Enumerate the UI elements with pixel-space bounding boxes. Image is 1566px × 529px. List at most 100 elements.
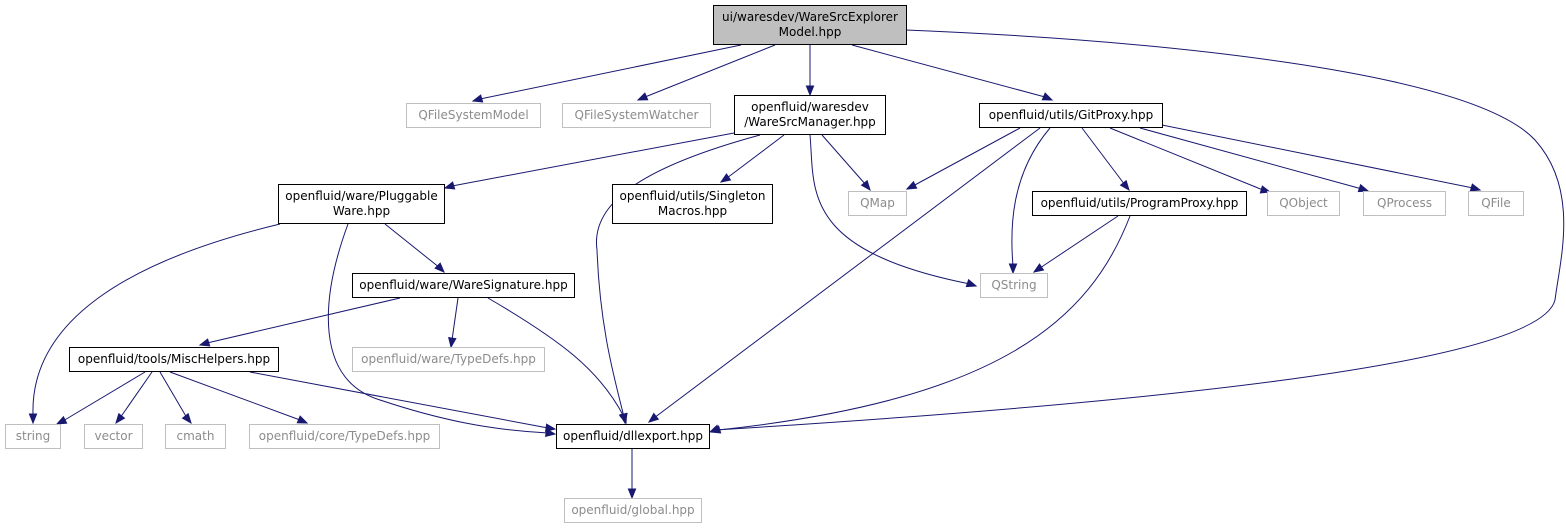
edge-waresignature-to-waretypedefs	[451, 297, 459, 341]
edge-mischelpers-to-vector	[119, 371, 153, 419]
node-qprocess: QProcess	[1363, 191, 1446, 216]
node-label-waretypedefs: openfluid/ware/TypeDefs.hpp	[361, 352, 536, 366]
edge-mischelpers-to-string	[62, 371, 146, 422]
node-box-string	[5, 424, 61, 449]
edge-pluggableware-to-waresignature	[384, 223, 441, 269]
arrowhead-gitproxy-to-qfile	[1469, 183, 1482, 192]
edge-pluggableware-to-string	[32, 223, 281, 416]
node-label-waresrcmanager-line1: openfluid/waresdev	[751, 100, 869, 114]
arrowhead-waresignature-to-waretypedefs	[448, 336, 457, 349]
node-gitproxy[interactable]: openfluid/utils/GitProxy.hpp	[979, 103, 1163, 128]
node-box-qobject	[1267, 191, 1340, 216]
edge-programproxy-to-qstring	[1039, 215, 1119, 269]
node-label-pluggableware-line2: Ware.hpp	[333, 204, 390, 218]
arrowhead-root-to-gitproxy	[1041, 92, 1054, 101]
edge-waresrcmanager-to-singletonmacros	[726, 134, 785, 179]
edge-gitproxy-to-programproxy	[1081, 127, 1126, 186]
node-box-root	[713, 5, 907, 45]
edge-root-to-dllexport	[714, 29, 1565, 431]
arrowhead-gitproxy-to-qprocess	[1357, 183, 1370, 193]
node-label-mischelpers: openfluid/tools/MiscHelpers.hpp	[78, 352, 270, 366]
node-label-qstring: QString	[991, 278, 1036, 292]
node-label-qfilesystemwatcher: QFileSystemWatcher	[575, 108, 699, 122]
arrowhead-mischelpers-to-dllexport	[544, 423, 557, 432]
node-programproxy[interactable]: openfluid/utils/ProgramProxy.hpp	[1032, 191, 1247, 216]
arrowhead-root-to-qfilesystemwatcher	[636, 92, 649, 101]
node-label-qmap: QMap	[860, 196, 895, 210]
edge-pluggableware-to-dllexport	[327, 223, 549, 434]
node-box-waresignature	[352, 273, 575, 298]
node-qfilesystemwatcher: QFileSystemWatcher	[562, 103, 711, 128]
node-box-cmath	[165, 424, 226, 449]
arrowhead-waresignature-to-dllexport	[618, 412, 628, 425]
node-qobject: QObject	[1267, 191, 1340, 216]
arrowhead-programproxy-to-qstring	[1032, 263, 1045, 273]
edge-root-to-gitproxy	[851, 44, 1046, 98]
arrowhead-gitproxy-to-qstring	[1008, 263, 1018, 275]
edge-waresignature-to-mischelpers	[206, 297, 401, 344]
edge-gitproxy-to-qobject	[1109, 127, 1264, 191]
node-box-qmap	[848, 191, 907, 216]
arrowhead-mischelpers-to-vector	[115, 412, 126, 425]
node-qstring: QString	[980, 273, 1048, 298]
node-mischelpers[interactable]: openfluid/tools/MiscHelpers.hpp	[69, 347, 279, 372]
edge-mischelpers-to-cmath	[159, 371, 188, 419]
node-box-pluggableware	[278, 184, 445, 224]
node-box-programproxy	[1032, 191, 1247, 216]
arrowhead-waresignature-to-mischelpers	[198, 338, 211, 347]
edge-root-to-qfilesystemwatcher	[644, 44, 776, 98]
node-qfilesystemmodel: QFileSystemModel	[406, 103, 541, 128]
node-box-mischelpers	[69, 347, 279, 372]
node-label-singletonmacros-line1: openfluid/utils/Singleton	[620, 189, 766, 203]
node-label-programproxy: openfluid/utils/ProgramProxy.hpp	[1041, 196, 1239, 210]
edge-waresignature-to-dllexport	[487, 297, 625, 418]
node-string: string	[5, 424, 61, 449]
arrowhead-pluggableware-to-waresignature	[434, 262, 445, 273]
arrowhead-waresrcmanager-to-qstring	[965, 278, 978, 288]
node-box-gitproxy	[979, 103, 1163, 128]
arrowhead-mischelpers-to-string	[55, 415, 68, 425]
node-label-qfilesystemmodel: QFileSystemModel	[418, 108, 528, 122]
arrowhead-programproxy-to-dllexport	[709, 425, 722, 434]
arrowhead-waresrcmanager-to-pluggableware	[443, 181, 456, 190]
node-box-waretypedefs	[352, 347, 545, 372]
node-label-root-line2: Model.hpp	[779, 25, 842, 39]
edge-mischelpers-to-dllexport	[249, 371, 549, 429]
arrowhead-waresrcmanager-to-qmap	[860, 179, 871, 192]
node-box-coretypedefs	[249, 424, 440, 449]
node-label-qprocess: QProcess	[1377, 196, 1432, 210]
edge-waresrcmanager-to-dllexport	[595, 134, 761, 418]
edge-programproxy-to-dllexport	[717, 215, 1131, 431]
edge-gitproxy-to-qprocess	[1139, 127, 1363, 190]
edge-gitproxy-to-dllexport	[653, 127, 1041, 419]
edge-layer	[28, 29, 1565, 500]
node-box-dllexport	[556, 424, 710, 449]
node-label-gitproxy: openfluid/utils/GitProxy.hpp	[989, 108, 1154, 122]
node-box-qfilesystemwatcher	[562, 103, 711, 128]
node-waretypedefs: openfluid/ware/TypeDefs.hpp	[352, 347, 545, 372]
node-global: openfluid/global.hpp	[564, 498, 702, 523]
node-layer: ui/waresdev/WareSrcExplorerModel.hppQFil…	[5, 5, 1524, 523]
node-label-qobject: QObject	[1279, 196, 1328, 210]
arrowhead-dllexport-to-global	[627, 488, 637, 500]
edge-waresrcmanager-to-qstring	[809, 134, 971, 285]
arrowhead-pluggableware-to-string	[28, 413, 38, 425]
node-box-qprocess	[1363, 191, 1446, 216]
node-dllexport[interactable]: openfluid/dllexport.hpp	[556, 424, 710, 449]
node-label-global: openfluid/global.hpp	[571, 503, 694, 517]
node-label-waresrcmanager-line2: /WareSrcManager.hpp	[744, 115, 876, 129]
node-label-pluggableware-line1: openfluid/ware/Pluggable	[285, 189, 437, 203]
node-box-singletonmacros	[612, 184, 773, 224]
edge-gitproxy-to-qmap	[912, 127, 1021, 187]
node-label-cmath: cmath	[177, 429, 215, 443]
node-box-waresrcmanager	[734, 95, 886, 135]
node-waresrcmanager[interactable]: openfluid/waresdev/WareSrcManager.hpp	[734, 95, 886, 135]
node-waresignature[interactable]: openfluid/ware/WareSignature.hpp	[352, 273, 575, 298]
node-vector: vector	[84, 424, 143, 449]
arrowhead-mischelpers-to-coretypedefs	[296, 415, 309, 424]
node-box-qfile	[1468, 191, 1524, 216]
